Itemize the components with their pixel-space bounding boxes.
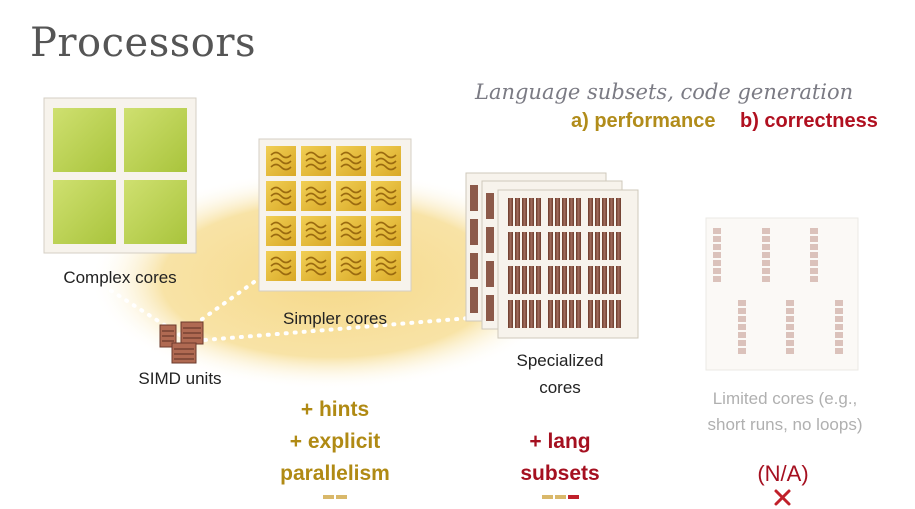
limited-cores-chip [705, 217, 859, 371]
hints-line-3: parallelism [280, 462, 390, 485]
performance-marker [255, 490, 415, 504]
simpler-cores-chip [258, 138, 412, 292]
specialized-chip-layer [497, 189, 639, 339]
simd-units-icon [159, 321, 204, 364]
subtitle: Language subsets, code generation [475, 80, 854, 104]
lang-subsets-annotation: + lang subsets [490, 426, 630, 504]
lang-line-1: + lang [529, 430, 591, 453]
correctness-marker [490, 490, 630, 504]
hints-annotation: + hints + explicit parallelism [255, 394, 415, 504]
complex-cores-label: Complex cores [63, 268, 177, 287]
legend-correctness: b) correctness [740, 110, 878, 132]
limited-cores-label: Limited cores (e.g., short runs, no loop… [680, 386, 890, 438]
limited-label-line-2: short runs, no loops) [707, 415, 863, 434]
hints-line-2: + explicit [289, 430, 381, 453]
legend-performance: a) performance [571, 110, 716, 132]
specialized-label-line-1: Specialized [516, 351, 604, 370]
complex-cores-chip [43, 97, 197, 254]
hints-line-1: + hints [300, 398, 370, 421]
specialized-label-line-2: cores [539, 378, 581, 397]
x-mark-icon [774, 489, 791, 506]
specialized-cores-label: Specialized cores [490, 347, 630, 401]
page-title: Processors [30, 20, 256, 66]
lang-line-2: subsets [520, 462, 600, 485]
specialized-cores-chip [465, 172, 639, 339]
simpler-cores-label: Simpler cores [283, 309, 387, 328]
na-label: (N/A) [757, 461, 809, 486]
simd-units-label: SIMD units [138, 369, 222, 388]
limited-label-line-1: Limited cores (e.g., [712, 389, 858, 408]
